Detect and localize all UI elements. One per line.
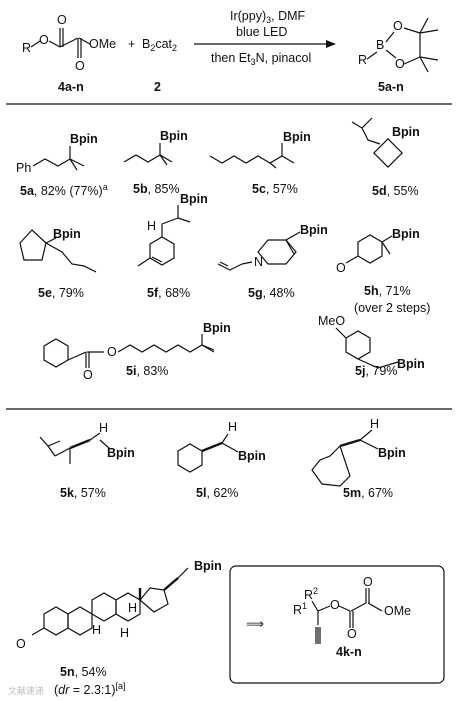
hydrogen-label-2: H <box>92 623 101 637</box>
svg-text:5k, 57%: 5k, 57% <box>60 486 106 500</box>
substituent-r: R <box>22 41 31 55</box>
bpin-label: Bpin <box>107 446 135 460</box>
hydrogen-label: H <box>228 420 237 434</box>
compound-5m: H Bpin 5m, 67% <box>311 417 406 500</box>
svg-text:5l, 62%: 5l, 62% <box>196 486 238 500</box>
svg-text:5f, 68%: 5f, 68% <box>147 286 190 300</box>
methoxy-label: MeO <box>318 314 345 328</box>
svg-text:5d, 55%: 5d, 55% <box>372 184 419 198</box>
reaction-conditions: Ir(ppy)3, DMF blue LED then Et3N, pinaco… <box>194 9 336 67</box>
svg-text:Ir(ppy)3, DMF: Ir(ppy)3, DMF <box>230 9 306 25</box>
reagent-b2cat2: B2cat2 2 <box>142 37 177 94</box>
svg-text:5n, 54%: 5n, 54% <box>60 665 107 679</box>
carbonyl-oxygen-2: O <box>75 59 85 73</box>
box-ester-oxygen: O <box>330 598 340 612</box>
compound-5d: Bpin 5d, 55% <box>351 117 420 198</box>
bpin-label: Bpin <box>70 132 98 146</box>
compound-5i: O O Bpin 5i, 83% <box>43 321 231 382</box>
bpin-label: Bpin <box>194 559 222 573</box>
methoxy-label: OMe <box>89 37 116 51</box>
ketone-oxygen: O <box>336 261 346 275</box>
compound-5l: H Bpin 5l, 62% <box>177 420 266 500</box>
bpin-label: Bpin <box>378 446 406 460</box>
svg-text:R2: R2 <box>304 586 318 602</box>
compound-5b: Bpin 5b, 85% <box>123 129 188 196</box>
watermark: 文献速递 <box>8 685 44 696</box>
ester-carbonyl-oxygen: O <box>83 368 93 382</box>
bpin-label: Bpin <box>392 227 420 241</box>
methoxy-oxygen: O <box>16 637 26 651</box>
blue-led-text: blue LED <box>236 25 287 39</box>
svg-text:then Et3N, pinacol: then Et3N, pinacol <box>211 51 311 67</box>
box-carbonyl-oxygen-1: O <box>347 627 357 641</box>
box-carbonyl-oxygen-2: O <box>363 575 373 589</box>
reagent-label-2: 2 <box>154 80 161 94</box>
product-o2: O <box>395 57 405 71</box>
bpin-label: Bpin <box>397 357 425 371</box>
compound-5c: Bpin 5c, 57% <box>209 130 311 196</box>
hydrogen-label: H <box>370 417 379 431</box>
product-boron: B <box>376 38 384 52</box>
svg-text:5a, 82% (77%)a: 5a, 82% (77%)a <box>20 182 108 198</box>
ester-oxygen: O <box>107 345 117 359</box>
plus-sign: + <box>128 37 135 51</box>
compound-5a: Ph Bpin 5a, 82% (77%)a <box>16 132 108 198</box>
compound-5n: O Bpin H H H 5n, 54% (dr = 2.3:1)[a] <box>16 559 222 697</box>
product-5a-n: R B O O 5a-n <box>358 17 439 94</box>
bpin-label: Bpin <box>180 192 208 206</box>
compound-5j: MeO Bpin 5j, 79% <box>318 314 425 378</box>
bpin-label: Bpin <box>53 227 81 241</box>
precursor-label: 4k-n <box>336 645 362 659</box>
hydrogen-label: H <box>147 219 156 233</box>
nitrogen-label: N <box>254 255 263 269</box>
bpin-label: Bpin <box>300 223 328 237</box>
phenyl-label: Ph <box>16 161 31 175</box>
compound-5g: N Bpin 5g, 48% <box>217 223 328 300</box>
bpin-label: Bpin <box>203 321 231 335</box>
svg-text:5i, 83%: 5i, 83% <box>126 364 168 378</box>
reactant-label-4a-n: 4a-n <box>58 80 84 94</box>
ester-oxygen: O <box>39 33 49 47</box>
bpin-label: Bpin <box>160 129 188 143</box>
retro-arrow: ⟹ <box>246 617 264 631</box>
hydrogen-label: H <box>99 421 108 435</box>
svg-text:5c, 57%: 5c, 57% <box>252 182 298 196</box>
bpin-label: Bpin <box>392 125 420 139</box>
carbonyl-oxygen-1: O <box>57 13 67 27</box>
bpin-label: Bpin <box>283 130 311 144</box>
svg-text:5m, 67%: 5m, 67% <box>343 486 393 500</box>
svg-text:(dr = 2.3:1)[a]: (dr = 2.3:1)[a] <box>54 681 126 697</box>
product-r: R <box>358 53 367 67</box>
svg-text:5e, 79%: 5e, 79% <box>38 286 84 300</box>
yield-note-5h: (over 2 steps) <box>354 301 430 315</box>
hydrogen-label-1: H <box>128 601 137 615</box>
box-methoxy-label: OMe <box>384 604 411 618</box>
reactant-4a-n: R O O O OMe 4a-n <box>22 13 116 94</box>
arrow-head <box>326 40 336 48</box>
compound-5f: H Bpin 5f, 68% <box>137 192 208 300</box>
compound-5e: Bpin 5e, 79% <box>19 227 97 300</box>
svg-text:5h, 71%: 5h, 71% <box>364 284 411 298</box>
product-label-5a-n: 5a-n <box>378 80 404 94</box>
compound-5h: O Bpin 5h, 71% (over 2 steps) <box>336 227 430 315</box>
svg-text:R1: R1 <box>293 601 307 617</box>
svg-text:5b, 85%: 5b, 85% <box>133 182 180 196</box>
precursor-box: ⟹ R2 R1 O O O OMe 4k-n <box>229 565 445 684</box>
svg-text:B2cat2: B2cat2 <box>142 37 177 53</box>
hydrogen-label-3: H <box>120 626 129 640</box>
bpin-label: Bpin <box>238 449 266 463</box>
compound-5k: H Bpin 5k, 57% <box>39 421 135 500</box>
svg-text:5g, 48%: 5g, 48% <box>248 286 295 300</box>
box-frame <box>229 565 445 684</box>
svg-text:5j, 79%: 5j, 79% <box>355 364 397 378</box>
product-o1: O <box>393 19 403 33</box>
